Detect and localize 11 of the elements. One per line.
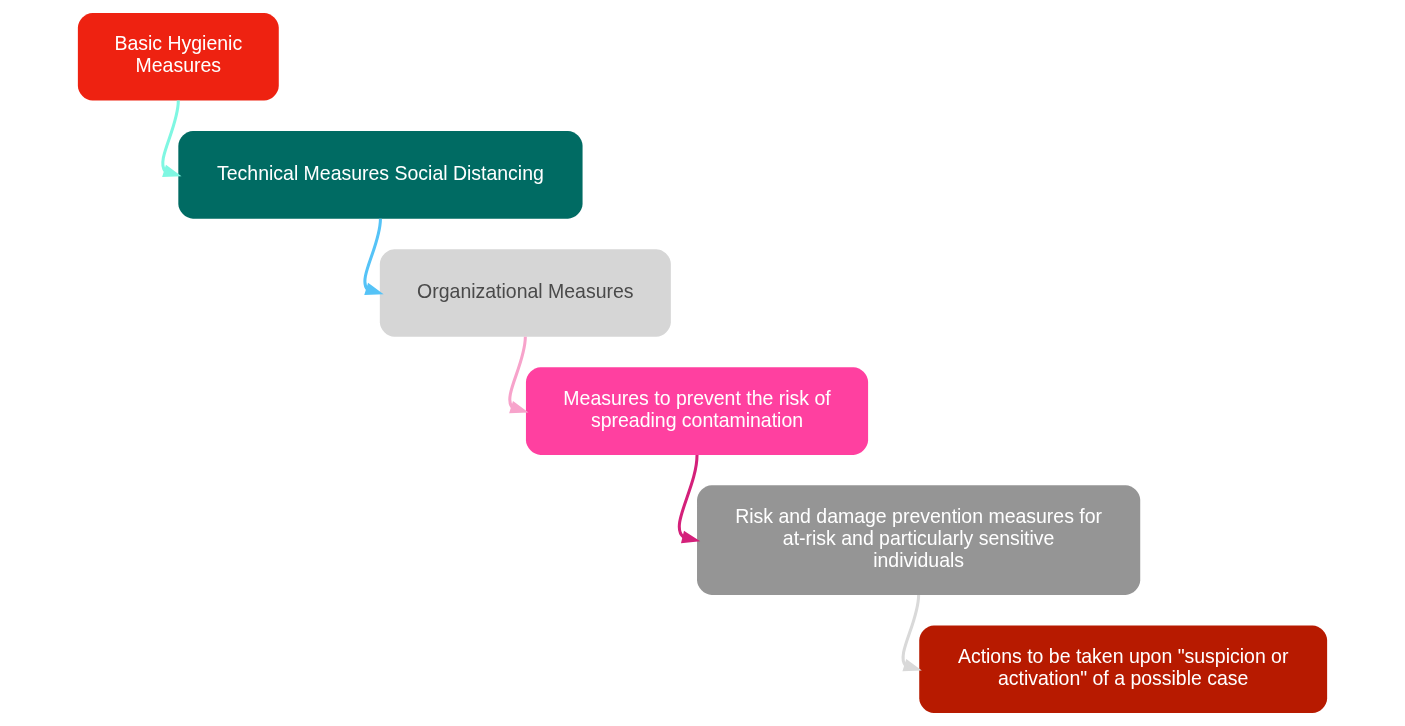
arrow: [901, 594, 922, 672]
node-box: Basic Hygienic Measures: [77, 12, 279, 101]
node-box: Organizational Measures: [379, 249, 671, 337]
arrow: [677, 454, 701, 544]
node-box: Measures to prevent the risk of spreading contamination: [525, 367, 869, 455]
node-box: Technical Measures Social Distancing: [178, 131, 583, 219]
node-box: Risk and damage prevention measures for at-risk and particularly sensitive individuals: [697, 485, 1141, 595]
arrow: [508, 336, 529, 414]
node-box: Actions to be taken upon "suspicion or activation" of a possible case: [919, 625, 1328, 714]
arrow: [363, 218, 384, 296]
arrow: [161, 100, 182, 177]
